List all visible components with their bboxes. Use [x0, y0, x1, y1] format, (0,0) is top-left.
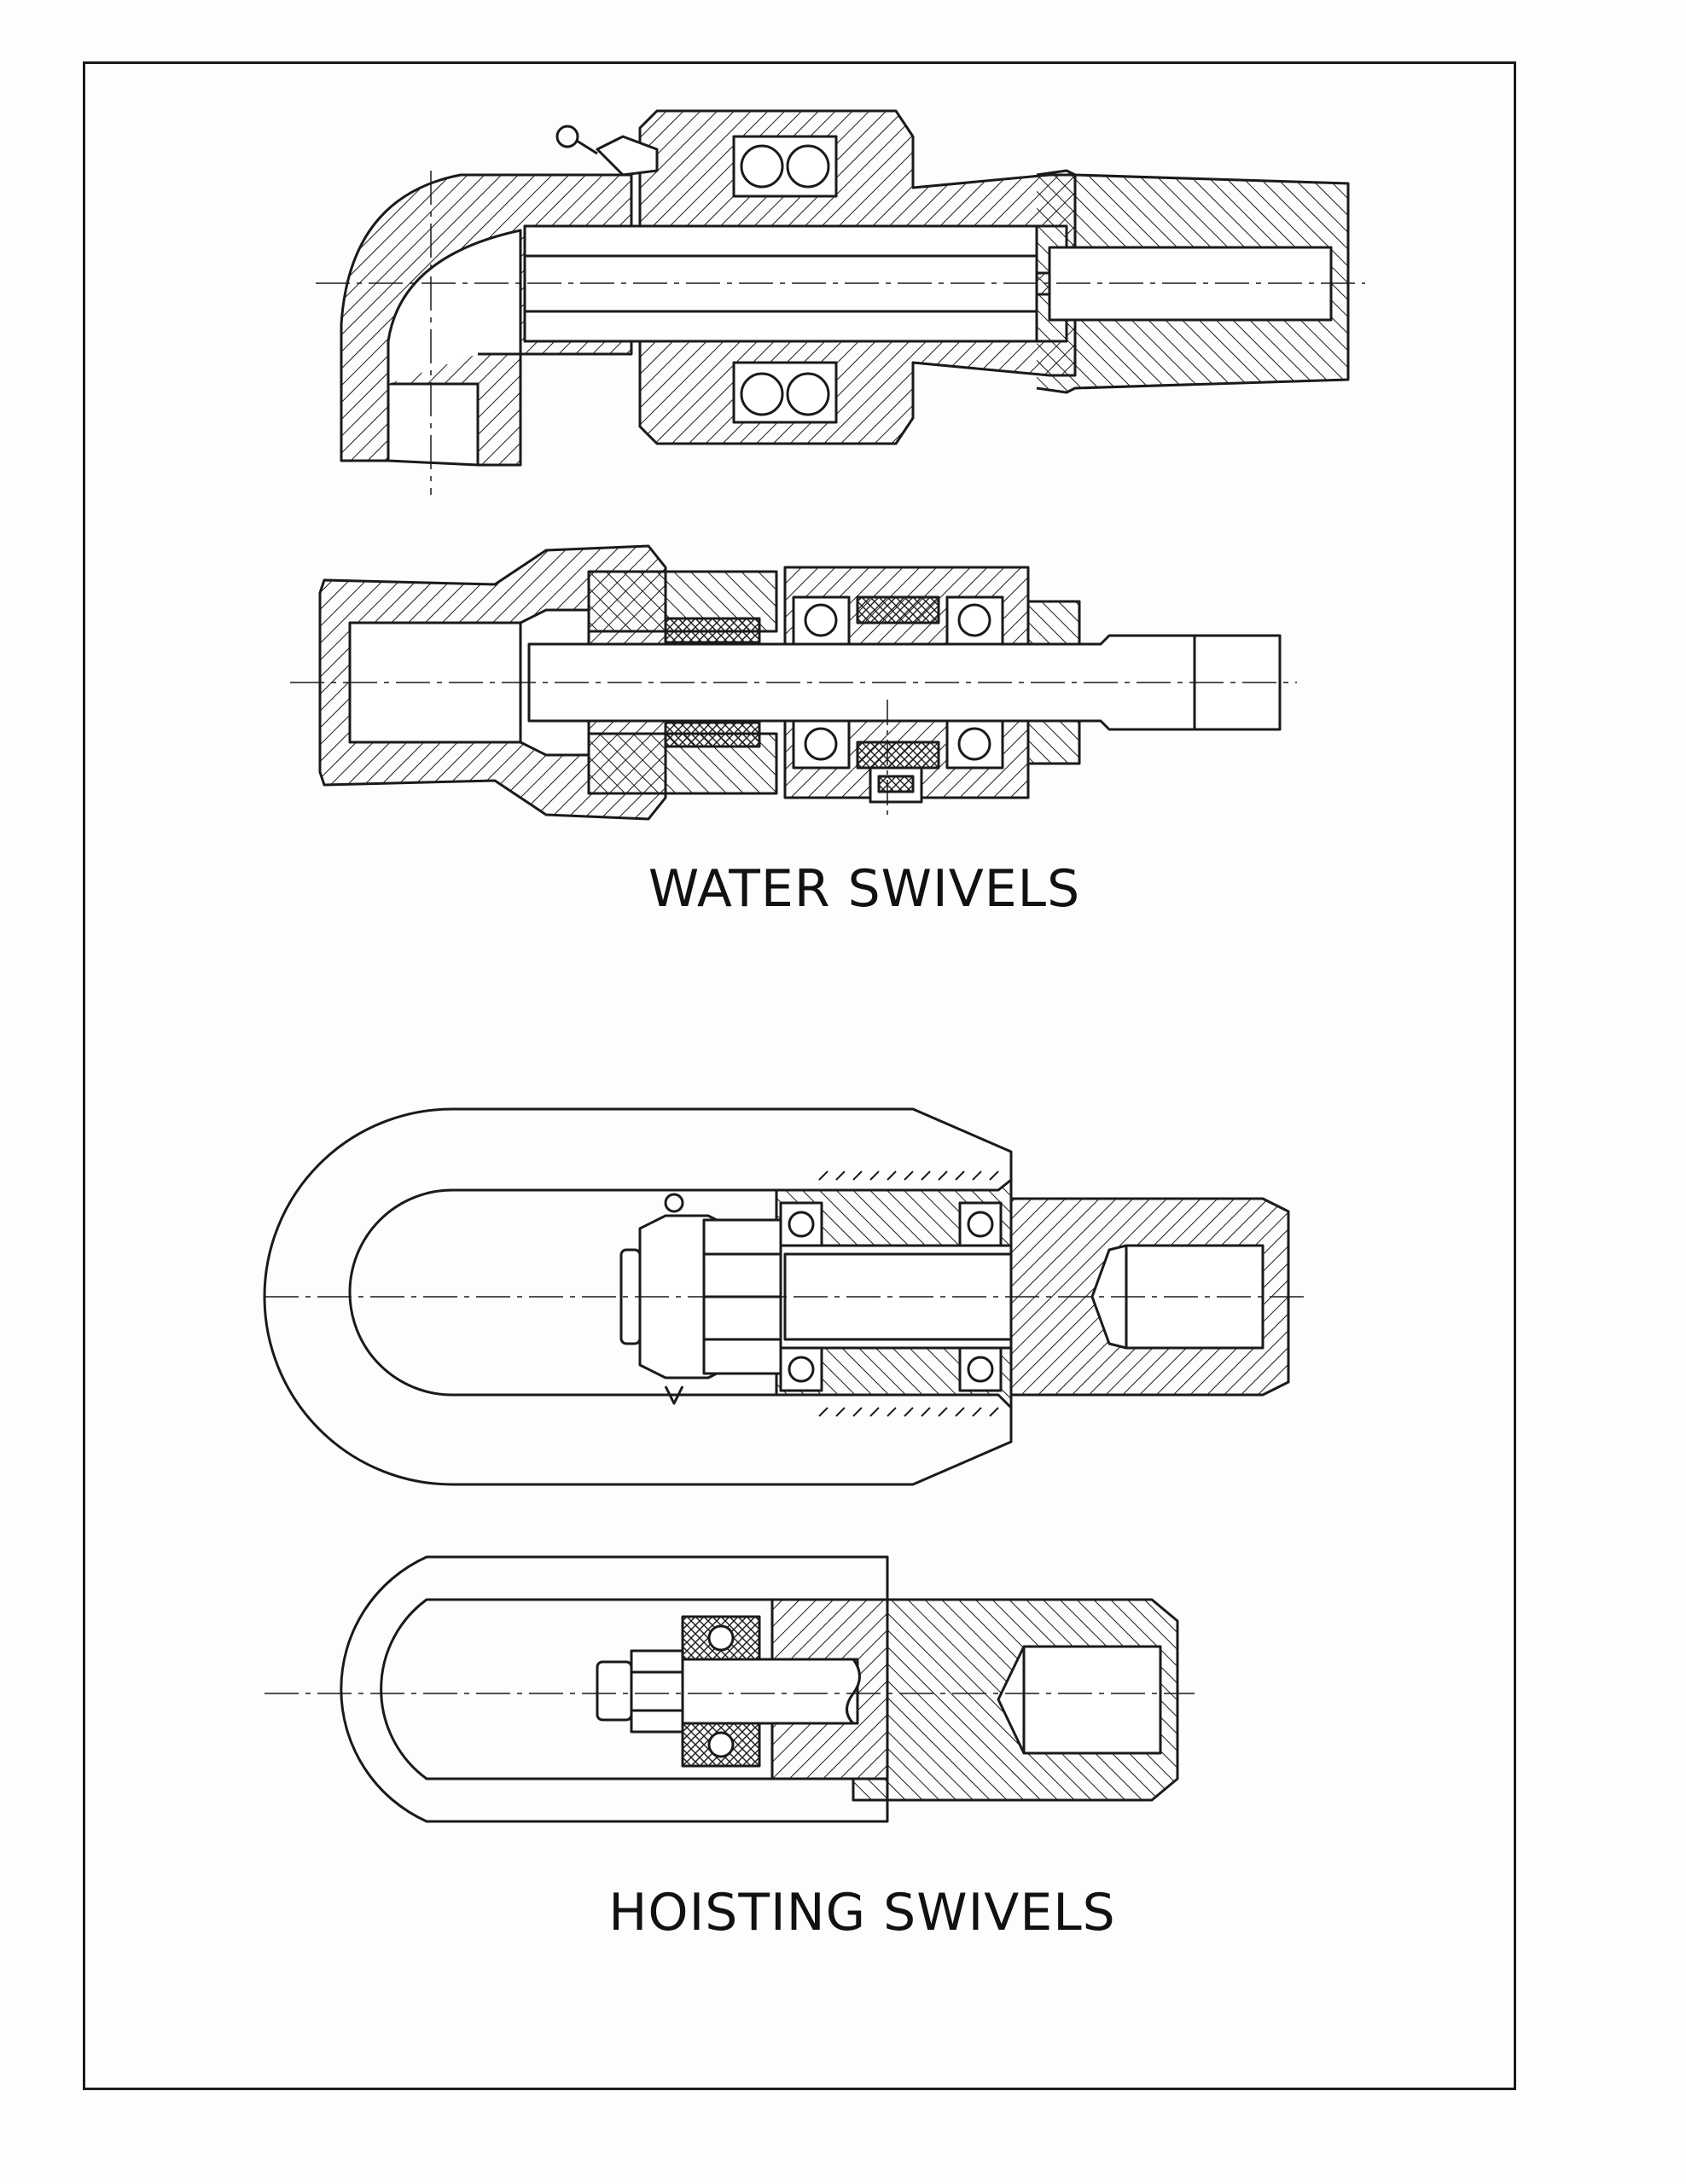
water-swivel-straight: [290, 544, 1297, 821]
water-swivels-label: WATER SWIVELS: [648, 859, 1081, 919]
hoisting-swivels-label: HOISTING SWIVELS: [608, 1883, 1116, 1943]
hoisting-swivel-small: [265, 1555, 1195, 1823]
drawing-border: [83, 61, 1516, 2090]
hoisting-swivel-large: [263, 1107, 1305, 1486]
water-swivel-elbow: [316, 109, 1365, 495]
